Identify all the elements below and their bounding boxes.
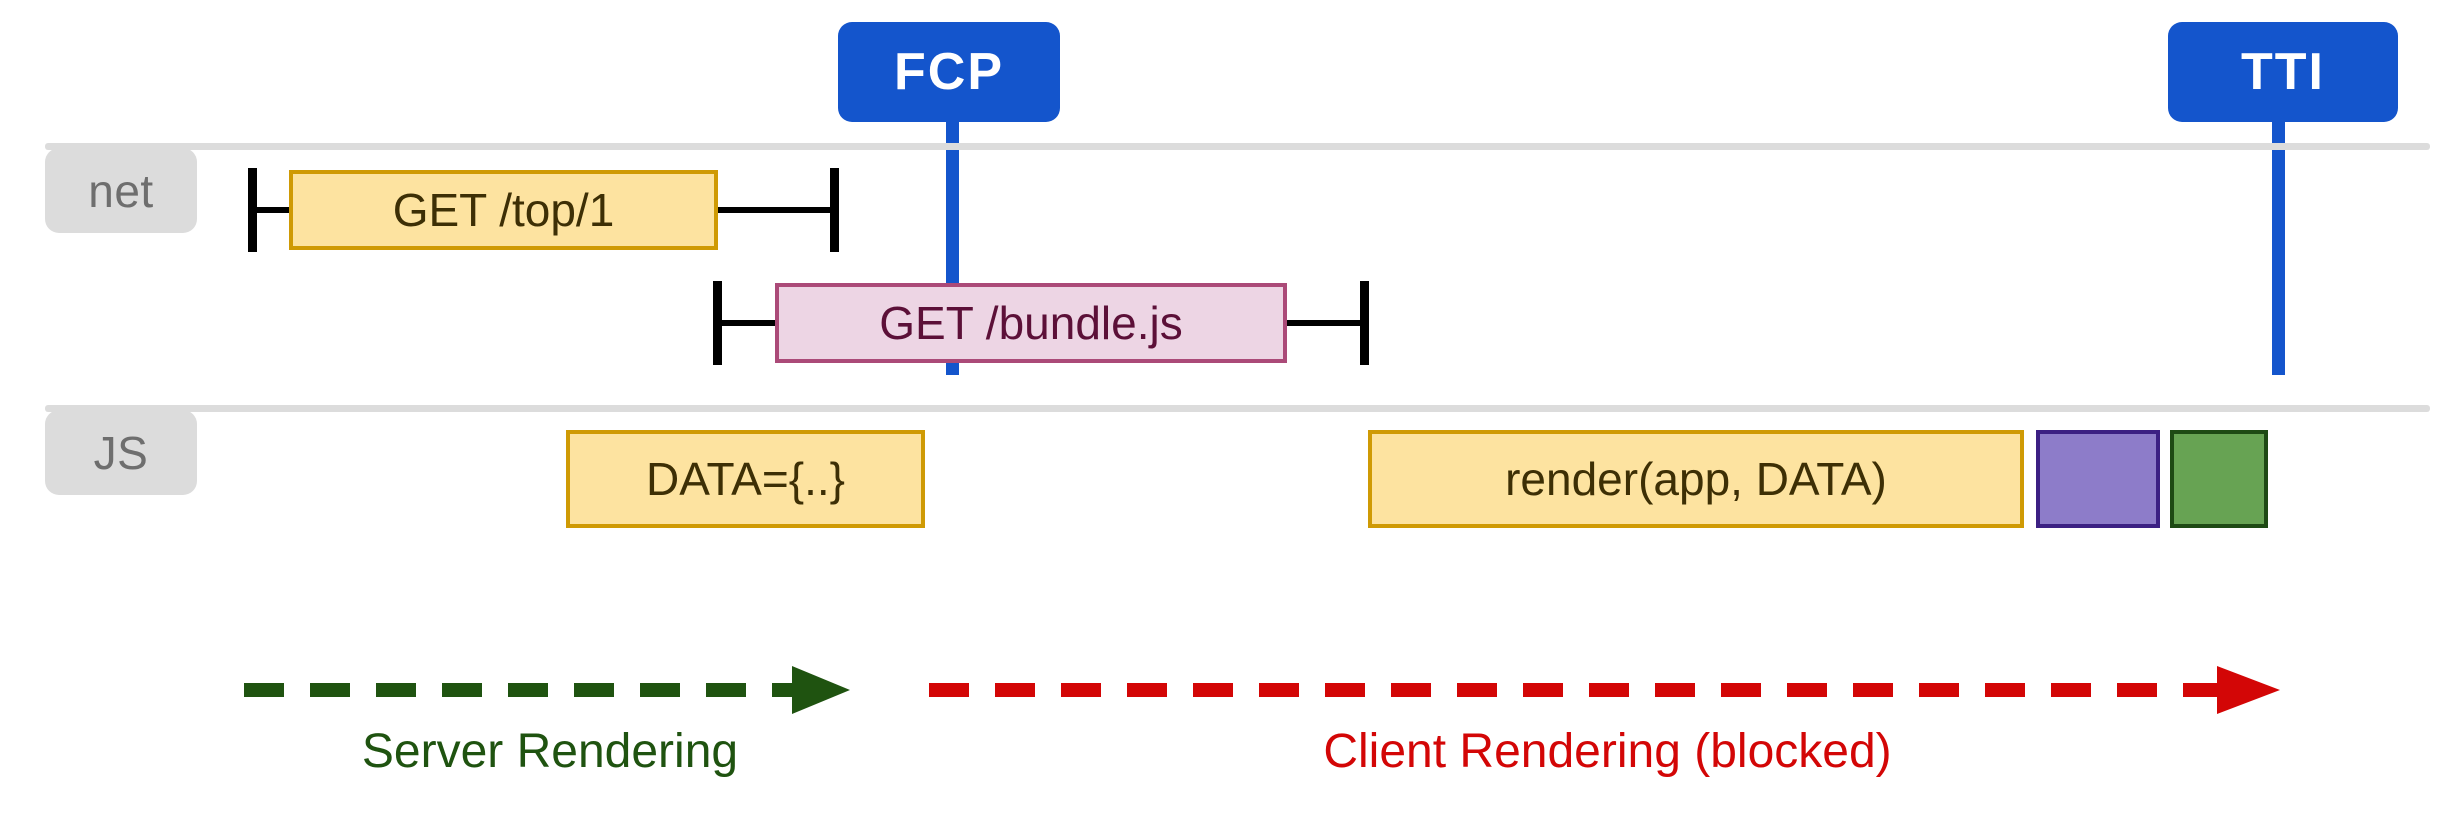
task-render-app[interactable]: render(app, DATA) <box>1368 430 2024 528</box>
net-lane-label-text: net <box>88 164 154 217</box>
task-data-assign[interactable]: DATA={..} <box>566 430 925 528</box>
tti-marker-line <box>2272 110 2285 375</box>
get-bundle-js-left-stem <box>713 320 781 326</box>
server-rendering-label: Server Rendering <box>240 728 860 776</box>
net-lane-label: net <box>45 148 197 233</box>
tti-marker-badge: TTI <box>2168 22 2398 122</box>
get-top-1-left-stem <box>248 207 296 213</box>
get-top-1-right-stem <box>712 207 838 213</box>
task-purple-block[interactable] <box>2036 430 2160 528</box>
fcp-marker-label: FCP <box>894 43 1004 101</box>
net-lane-rule <box>45 143 2430 150</box>
fcp-marker-badge: FCP <box>838 22 1060 122</box>
server-rendering-arrow <box>244 666 850 714</box>
task-render-app-label: render(app, DATA) <box>1505 453 1887 505</box>
client-rendering-arrow <box>929 666 2280 714</box>
get-top-1-right-cap <box>830 168 839 252</box>
server-rendering-label-text: Server Rendering <box>361 725 739 778</box>
client-rendering-label-text: Client Rendering (blocked) <box>1323 725 1892 778</box>
get-bundle-js-right-stem <box>1280 320 1364 326</box>
task-green-block[interactable] <box>2170 430 2268 528</box>
js-lane-label: JS <box>45 410 197 495</box>
js-lane-rule <box>45 405 2430 412</box>
js-lane-label-text: JS <box>93 426 149 479</box>
task-data-assign-label: DATA={..} <box>645 453 845 505</box>
get-bundle-js-right-cap <box>1360 281 1369 365</box>
task-get-bundle-js[interactable]: GET /bundle.js <box>775 283 1287 363</box>
task-get-bundle-js-label: GET /bundle.js <box>879 297 1183 349</box>
client-rendering-label: Client Rendering (blocked) <box>925 728 2290 776</box>
tti-marker-label: TTI <box>2241 43 2325 101</box>
task-get-top-1[interactable]: GET /top/1 <box>289 170 718 250</box>
task-get-top-1-label: GET /top/1 <box>392 184 615 236</box>
